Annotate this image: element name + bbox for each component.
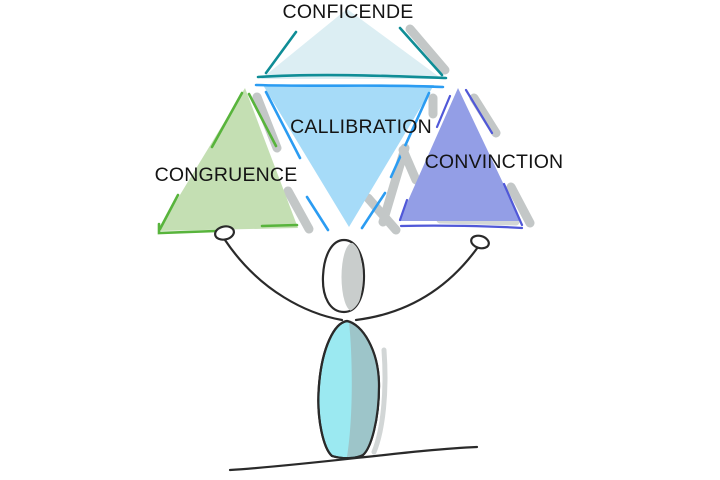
congruence-triangle-fill xyxy=(158,88,298,231)
conviction-triangle-shadow xyxy=(398,93,535,228)
confidence-triangle-shadow xyxy=(405,24,450,75)
congruence-label: CONGRUENCE xyxy=(155,164,298,186)
calibration-triangle: CALLIBRATION xyxy=(252,83,445,235)
confidence-label: CONFICENDE xyxy=(283,1,414,23)
congruence-triangle: CONGRUENCE xyxy=(155,88,299,235)
conviction-triangle: CONVINCTION xyxy=(398,88,564,230)
calibration-triangle-outline xyxy=(254,83,445,232)
figure-right-arm xyxy=(354,245,480,322)
confidence-triangle-outline xyxy=(256,26,448,80)
figure-body-shadow xyxy=(371,347,388,455)
stick-figure xyxy=(214,225,490,472)
figure-left-arm xyxy=(223,238,344,322)
figure-head xyxy=(321,238,366,314)
conviction-triangle-outline xyxy=(398,88,524,230)
figure-body-shade xyxy=(347,321,379,457)
confidence-triangle: CONFICENDE xyxy=(256,1,450,80)
figure-arms xyxy=(223,238,480,322)
figure-left-hand xyxy=(214,225,235,241)
conviction-triangle-fill xyxy=(399,88,521,221)
figure-head-shade xyxy=(341,243,363,311)
conviction-label: CONVINCTION xyxy=(425,151,564,173)
figure-right-hand xyxy=(470,234,490,250)
confidence-triangle-fill xyxy=(261,9,442,79)
ground-line xyxy=(228,445,479,472)
congruence-triangle-outline xyxy=(157,91,299,235)
calibration-label: CALLIBRATION xyxy=(290,116,432,138)
calibration-triangle-fill xyxy=(263,85,434,227)
